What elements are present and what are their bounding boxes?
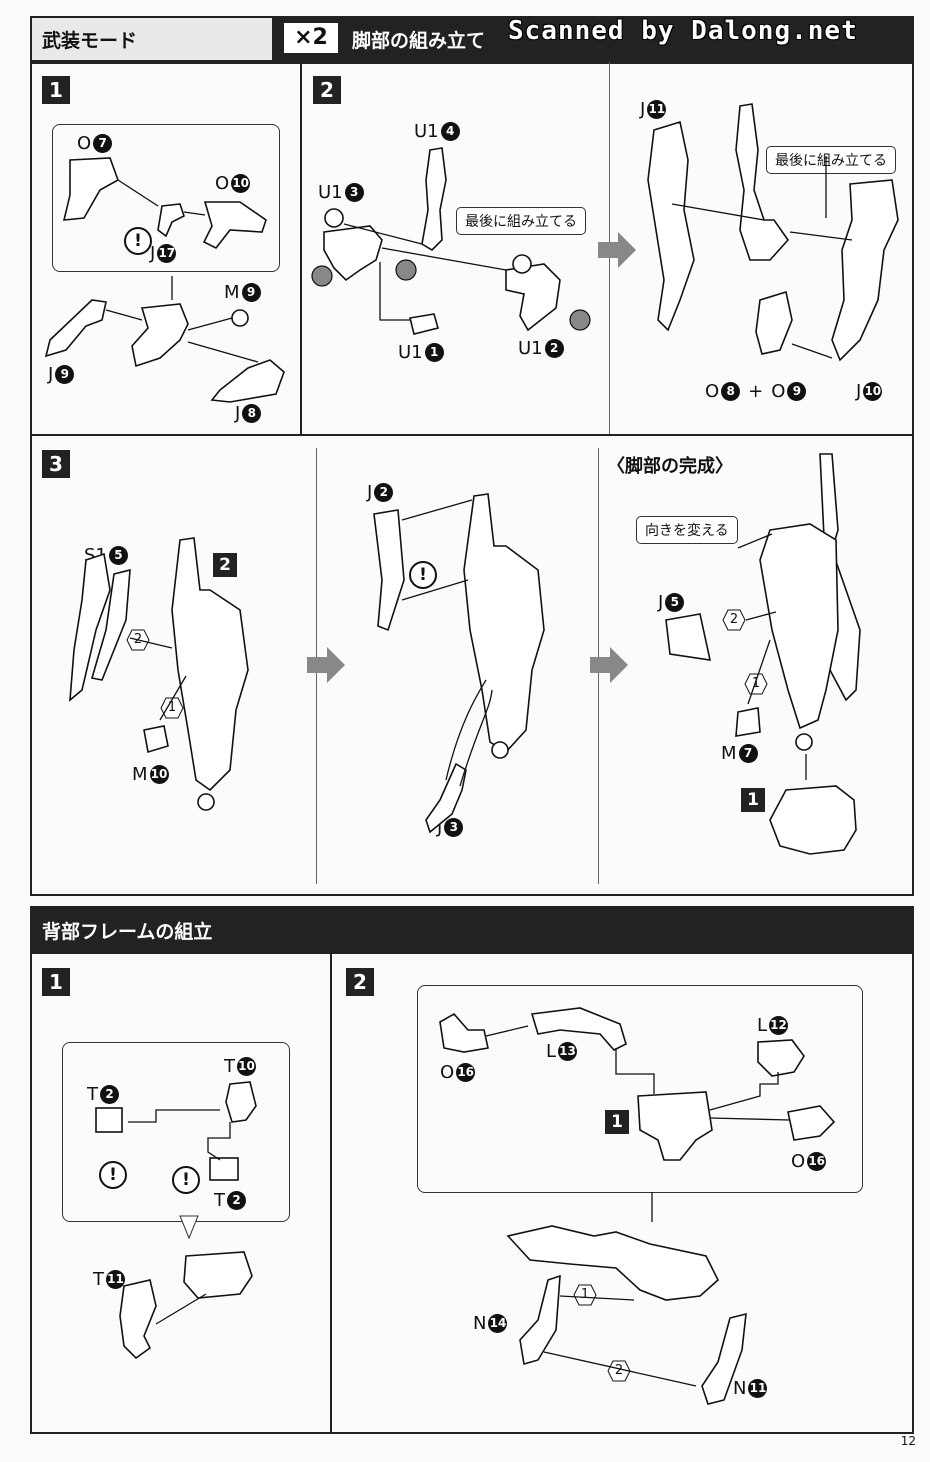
part-drawing-step1 xyxy=(44,157,285,403)
part-drawing-step3a xyxy=(69,537,249,811)
ref-step-badge: 2 xyxy=(213,553,237,577)
detail-callout xyxy=(417,985,863,1193)
warning-icon: ! xyxy=(99,1161,127,1189)
section-title: 脚部の組み立て xyxy=(352,30,486,52)
divider xyxy=(300,62,302,436)
order-marker: 1 xyxy=(573,1284,597,1306)
turn-around-note: 向きを変える xyxy=(636,516,738,544)
mode-title: 武装モード xyxy=(42,30,138,52)
leg-panel-row2 xyxy=(30,434,914,896)
divider xyxy=(330,952,332,1434)
warning-icon: ! xyxy=(172,1166,200,1194)
mode-title-box xyxy=(30,16,274,62)
part-drawing-step3b xyxy=(373,493,545,834)
detail-callout xyxy=(52,124,280,272)
warning-icon: ! xyxy=(409,561,437,589)
part-drawing-step2b xyxy=(647,103,899,362)
watermark: Scanned by Dalong.net xyxy=(508,16,858,46)
back-frame-panel xyxy=(30,952,914,1434)
ref-step-badge: 1 xyxy=(741,788,765,812)
assemble-last-note: 最後に組み立てる xyxy=(766,146,896,174)
step-number: 1 xyxy=(42,76,70,104)
back-frame-title: 背部フレームの組立 xyxy=(42,921,213,943)
complete-title: 〈脚部の完成〉 xyxy=(607,456,733,477)
order-marker: 2 xyxy=(722,609,746,631)
detail-callout xyxy=(62,1042,290,1222)
part-drawing-back1 xyxy=(95,1081,257,1360)
multiplier-badge: ×2 xyxy=(284,23,338,53)
part-drawing-step2a xyxy=(311,147,591,335)
ref-step-badge: 1 xyxy=(605,1110,629,1134)
order-marker: 1 xyxy=(160,697,184,719)
part-drawing-back2 xyxy=(439,1007,836,1405)
order-marker: 1 xyxy=(744,673,768,695)
part-drawing-complete xyxy=(665,453,861,855)
step-number: 2 xyxy=(346,968,374,996)
assemble-last-note: 最後に組み立てる xyxy=(456,207,586,235)
back-frame-header xyxy=(30,906,914,952)
next-arrow xyxy=(590,647,628,683)
warning-icon: ! xyxy=(124,227,152,255)
next-arrow xyxy=(307,647,345,683)
step-number: 3 xyxy=(42,450,70,478)
step-number: 1 xyxy=(42,968,70,996)
page-number: 12 xyxy=(900,1434,916,1448)
next-arrow xyxy=(598,232,636,268)
order-marker: 2 xyxy=(607,1360,631,1382)
step-number: 2 xyxy=(313,76,341,104)
